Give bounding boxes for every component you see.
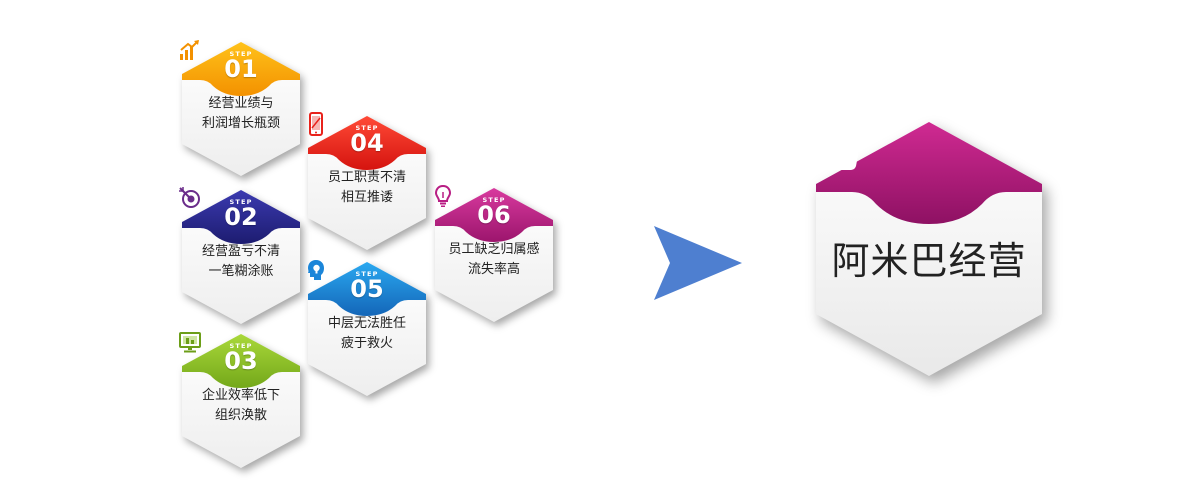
growth-chart-icon: [180, 40, 199, 60]
result-card: 阿米巴经营: [810, 118, 1048, 380]
target-icon: [179, 187, 200, 208]
step-word: STEP: [229, 50, 253, 58]
step-text-line2: 相互推诿: [340, 190, 393, 205]
step-hexagon-shape: [435, 188, 553, 322]
step-card-03: STEP 03 企业效率低下 组织涣散: [178, 330, 304, 472]
step-number: 05: [350, 275, 384, 303]
step-text-line2: 疲于救火: [340, 336, 393, 351]
step-hexagon-shape: [308, 116, 426, 250]
step-word: STEP: [355, 124, 379, 132]
step-text-line2: 流失率高: [467, 262, 520, 277]
step-text-line2: 利润增长瓶颈: [201, 116, 280, 131]
right-arrow-icon: [654, 226, 742, 300]
step-text-line1: 经营盈亏不清: [201, 244, 280, 259]
step-text-line2: 一笔糊涂账: [208, 264, 274, 279]
step-number: 03: [224, 347, 258, 375]
step-text-line1: 员工职责不清: [327, 170, 406, 185]
step-text-line1: 中层无法胜任: [327, 316, 406, 331]
step-card-04: STEP 04 员工职责不清 相互推诿: [304, 112, 430, 254]
step-hexagon-shape: [182, 42, 300, 176]
monitor-icon: [179, 332, 201, 353]
step-text-line2: 组织涣散: [214, 408, 267, 423]
step-card-01: STEP 01 经营业绩与 利润增长瓶颈: [178, 38, 304, 180]
mobile-phone-icon: [309, 112, 323, 136]
step-number: 02: [224, 203, 258, 231]
result-hexagon-shape: [816, 122, 1042, 376]
step-word: STEP: [229, 198, 253, 206]
thumbs-up-icon: [814, 123, 861, 170]
head-idea-icon: [308, 260, 324, 280]
step-card-05: STEP 05 中层无法胜任 疲于救火: [304, 258, 430, 400]
step-hexagon-shape: [308, 262, 426, 396]
result-title: 阿米巴经营: [831, 239, 1027, 283]
step-word: STEP: [229, 342, 253, 350]
step-card-06: STEP 06 员工缺乏归属感 流失率高: [431, 184, 557, 326]
step-text-line1: 企业效率低下: [201, 388, 280, 403]
step-number: 04: [350, 129, 384, 157]
step-text-line1: 员工缺乏归属感: [448, 242, 540, 257]
step-text-line1: 经营业绩与: [208, 96, 274, 111]
step-hexagon-shape: [182, 190, 300, 324]
step-hexagon-shape: [182, 334, 300, 468]
step-number: 06: [477, 201, 511, 229]
step-card-02: STEP 02 经营盈亏不清 一笔糊涂账: [178, 186, 304, 328]
step-word: STEP: [355, 270, 379, 278]
step-word: STEP: [482, 196, 506, 204]
step-number: 01: [224, 55, 258, 83]
lightbulb-icon: [434, 184, 452, 207]
